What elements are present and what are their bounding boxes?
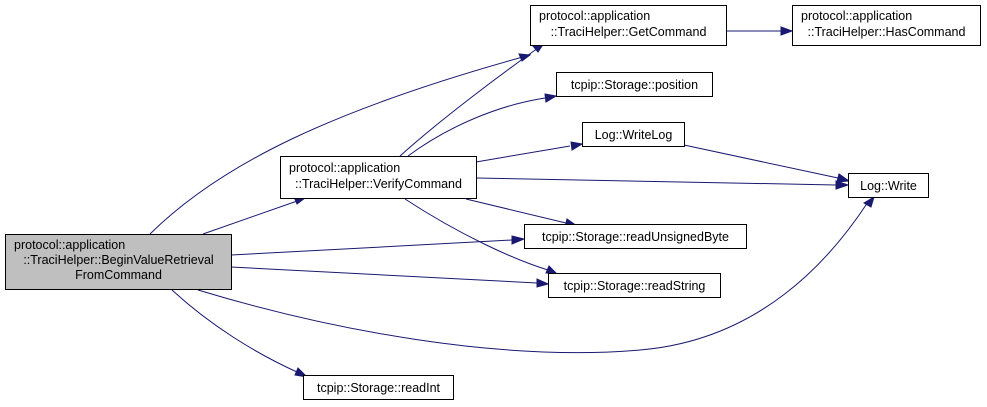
node-label-line: ::TraciHelper::BeginValueRetrieval [23,253,213,267]
edge-verifycommand-to-getcommand [399,47,539,157]
node-label-line: ::TraciHelper::VerifyCommand [295,177,462,191]
arrowhead [780,26,794,36]
edge-begin-to-write [197,201,869,354]
node-label-line: protocol::application [289,161,400,175]
node-label-line: tcpip::Storage::position [571,78,698,92]
node-verifycommand[interactable]: protocol::application ::TraciHelper::Ver… [280,156,477,199]
arrowhead [863,195,875,208]
node-box [792,5,981,46]
node-position[interactable]: tcpip::Storage::position [556,72,713,97]
arrowhead [570,141,584,151]
node-label-line: tcpip::Storage::readInt [317,381,441,395]
node-box [582,122,685,147]
arrowhead [836,173,851,183]
node-label-line: protocol::application [801,9,912,23]
function-nodes: protocol::application ::TraciHelper::Beg… [5,5,981,400]
edge-begin-to-readstring [230,266,538,284]
node-label-line: Log::WriteLog [595,128,673,142]
node-label-line: protocol::application [539,9,650,23]
node-label-line: ::TraciHelper::HasCommand [808,25,966,39]
node-box [556,72,713,97]
edge-begin-to-readint [171,289,298,373]
node-beginvalueretrievalfromcommand[interactable]: protocol::application ::TraciHelper::Beg… [5,234,232,290]
node-label-line: tcpip::Storage::readUnsignedByte [542,230,729,244]
node-label-line: tcpip::Storage::readString [564,279,706,293]
arrowhead [511,235,526,245]
node-writelog[interactable]: Log::WriteLog [582,122,685,147]
arrowhead [835,180,850,190]
edge-writelog-to-write [683,144,839,179]
node-box [280,156,477,199]
node-getcommand[interactable]: protocol::application ::TraciHelper::Get… [530,5,727,46]
edge-verifycommand-to-position [407,97,546,157]
edge-begin-to-getcommand [149,54,531,235]
edge-begin-to-readunsignedbyte [230,239,513,256]
node-box [548,273,721,298]
edge-begin-to-verifycommand [202,199,301,235]
node-write[interactable]: Log::Write [848,173,929,198]
node-label-line: ::TraciHelper::GetCommand [551,25,707,39]
call-edges [149,26,875,378]
node-box [848,173,929,198]
edge-verifycommand-to-writelog [475,145,571,163]
node-label-line: Log::Write [860,179,917,193]
edge-verifycommand-to-write [475,177,837,186]
arrowhead [536,278,550,288]
node-hascommand[interactable]: protocol::application ::TraciHelper::Has… [792,5,981,46]
node-label-line: FromCommand [75,268,162,282]
node-box [303,375,454,400]
node-readunsignedbyte[interactable]: tcpip::Storage::readUnsignedByte [524,224,747,249]
node-readstring[interactable]: tcpip::Storage::readString [548,273,721,298]
edge-verifycommand-to-readstring [404,198,549,271]
edge-verifycommand-to-readunsignedbyte [465,198,567,224]
arrowhead [544,93,558,103]
node-box [524,224,747,249]
node-box [530,5,727,46]
arrowhead [294,367,309,378]
node-label-line: protocol::application [14,238,125,252]
node-readint[interactable]: tcpip::Storage::readInt [303,375,454,400]
node-box [5,234,232,290]
arrowhead [545,265,559,275]
